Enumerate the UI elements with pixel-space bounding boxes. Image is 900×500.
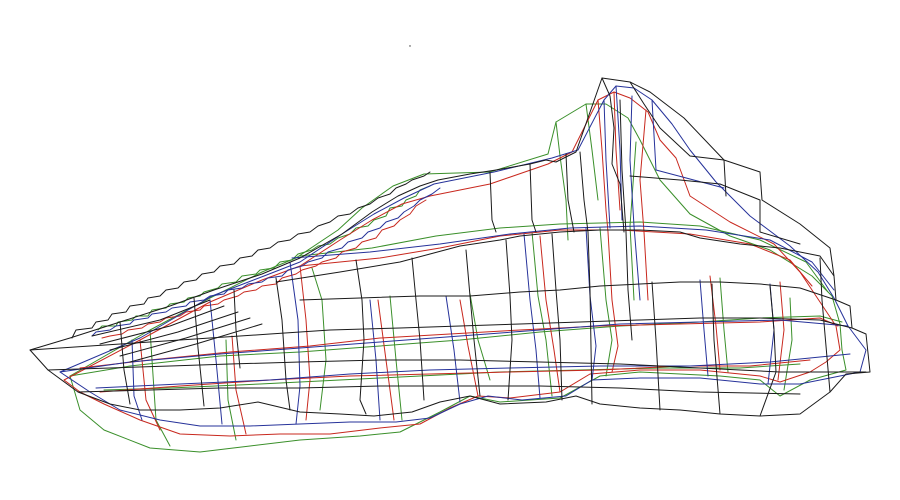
- blue-vert-1: [131, 339, 143, 421]
- green-contour-layer: [69, 103, 847, 453]
- blue-tower: [603, 99, 611, 229]
- black-bay-3: [565, 153, 575, 233]
- red-vert-6: [539, 235, 561, 393]
- black-contour-layer: [29, 77, 871, 417]
- black-tower-box: [629, 175, 801, 245]
- black-vert-6: [411, 257, 425, 401]
- blue-vert-6: [523, 233, 541, 399]
- blue-step-ridge: [91, 187, 441, 337]
- red-tower: [597, 99, 609, 233]
- black-vert-14: [759, 285, 777, 417]
- black-upper-deck: [275, 229, 835, 283]
- red-mid-deck: [79, 317, 839, 369]
- red-vert-10: [777, 281, 785, 381]
- black-step-ridge: [71, 171, 431, 339]
- blue-lower-deck: [95, 353, 851, 389]
- green-vert-5: [469, 293, 491, 381]
- green-vert-3: [311, 267, 327, 411]
- black-vert-7: [465, 249, 481, 397]
- black-ridge-fan-3: [109, 311, 239, 351]
- blue-mid-deck: [59, 319, 849, 373]
- black-vert-2: [193, 297, 205, 407]
- red-upper-deck: [299, 229, 813, 287]
- black-ridge-fan-1: [91, 299, 211, 337]
- black-bay-2: [529, 163, 537, 233]
- black-ridge-fan-2: [99, 305, 225, 345]
- black-vert-3: [233, 289, 241, 369]
- red-vert-7: [607, 231, 619, 373]
- blue-vert-3: [289, 261, 301, 425]
- red-vert-3: [299, 265, 311, 421]
- green-vert-7: [599, 227, 613, 377]
- black-deck-2: [299, 281, 837, 301]
- green-vert-6: [531, 231, 553, 397]
- green-outline: [69, 103, 847, 453]
- red-vert-2: [231, 335, 247, 435]
- red-outline: [63, 91, 841, 437]
- green-tower: [555, 121, 569, 241]
- blue-vert-8: [629, 95, 641, 301]
- black-vert-12: [651, 281, 661, 411]
- green-vert-9: [719, 277, 729, 373]
- black-deck-3: [29, 317, 853, 351]
- green-step-ridge: [97, 185, 431, 331]
- green-mid-deck: [69, 315, 843, 377]
- black-outline: [29, 77, 871, 417]
- black-ridge-fan-4: [119, 317, 251, 357]
- black-tower-face: [601, 77, 625, 233]
- blue-upper-deck: [291, 225, 835, 291]
- black-vert-4: [275, 277, 291, 411]
- red-tower-2: [613, 91, 621, 211]
- red-vert-5: [459, 299, 479, 397]
- red-lower-deck: [99, 359, 811, 393]
- black-deck-4: [47, 359, 867, 373]
- green-upper-deck: [299, 221, 829, 293]
- black-bay-1: [489, 171, 497, 233]
- blue-outline: [59, 85, 867, 427]
- black-vert-15: [819, 257, 831, 393]
- black-vert-5: [355, 259, 367, 415]
- black-vert-8: [505, 239, 513, 401]
- red-vert-1: [139, 339, 161, 431]
- black-vert-13: [711, 283, 721, 415]
- blue-vert-9: [699, 279, 709, 377]
- green-vert-8: [629, 141, 637, 301]
- black-vert-1: [119, 321, 131, 405]
- green-vert-10: [783, 297, 793, 391]
- green-vert-2: [225, 339, 237, 441]
- black-tower-diag: [629, 81, 727, 197]
- stray-dot: [409, 45, 411, 47]
- black-deck-5: [77, 385, 801, 395]
- red-step-ridge: [101, 199, 427, 339]
- blue-vert-2: [209, 299, 223, 425]
- black-ridge-fan-5: [129, 323, 263, 363]
- black-vert-9: [551, 233, 563, 401]
- red-contour-layer: [63, 91, 841, 437]
- black-vert-10: [579, 151, 593, 405]
- red-vert-8: [639, 109, 649, 301]
- black-vert-11: [619, 99, 633, 341]
- blue-vert-5: [445, 295, 461, 403]
